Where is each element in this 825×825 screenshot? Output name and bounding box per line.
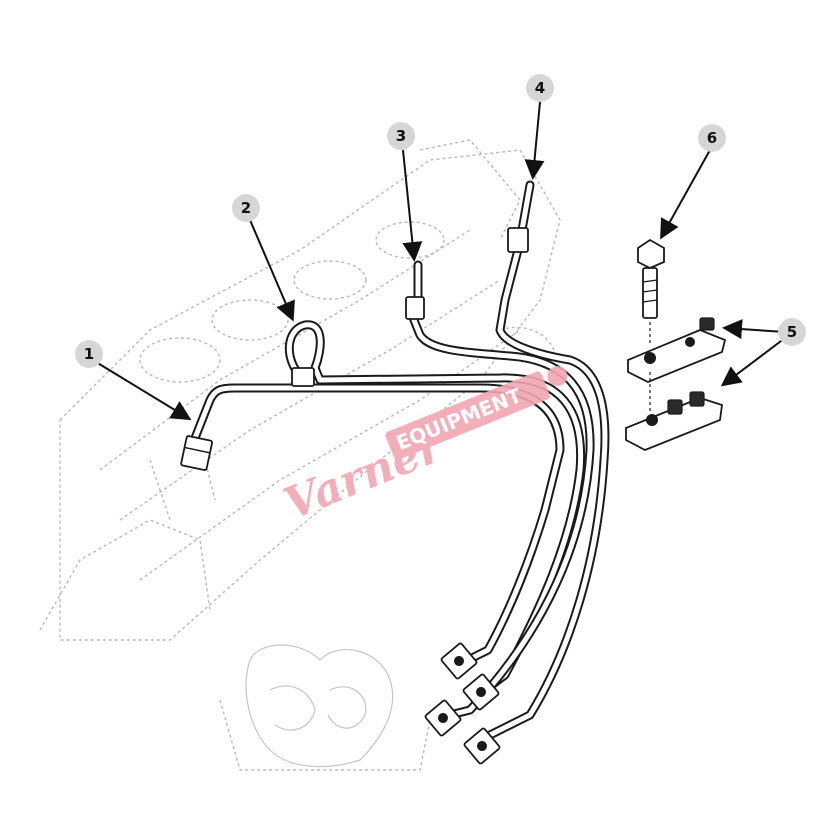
callout-label: 1 bbox=[84, 345, 94, 363]
fitting-nut-bottom-3 bbox=[424, 699, 462, 737]
callout-label: 3 bbox=[396, 127, 406, 145]
clamp-halves bbox=[625, 317, 727, 451]
clamp-upper bbox=[627, 317, 727, 383]
callout-3: 3 bbox=[387, 122, 415, 150]
clamp-bolt bbox=[637, 238, 665, 412]
callout-4: 4 bbox=[526, 74, 554, 102]
fitting-nut-bottom-4 bbox=[463, 727, 501, 765]
callout-1: 1 bbox=[75, 340, 103, 368]
fitting-nut-bottom-1 bbox=[440, 642, 478, 680]
pump-connector-line-4 bbox=[507, 227, 529, 253]
callout-label: 4 bbox=[535, 79, 545, 97]
callout-2: 2 bbox=[232, 194, 260, 222]
callout-label: 5 bbox=[787, 323, 797, 341]
leader-lines bbox=[95, 101, 786, 421]
callout-label: 6 bbox=[707, 129, 717, 147]
line-2-clamp bbox=[291, 367, 315, 387]
callout-5: 5 bbox=[778, 318, 806, 346]
line-fittings bbox=[180, 227, 529, 765]
fitting-nut-line-1 bbox=[180, 435, 213, 471]
watermark-block: EQUIPMENT bbox=[393, 383, 526, 455]
fitting-nut-bottom-2 bbox=[462, 673, 500, 711]
callout-6: 6 bbox=[698, 124, 726, 152]
callout-label: 2 bbox=[241, 199, 251, 217]
pump-connector-line-3 bbox=[405, 296, 425, 320]
clamp-lower bbox=[625, 391, 723, 451]
